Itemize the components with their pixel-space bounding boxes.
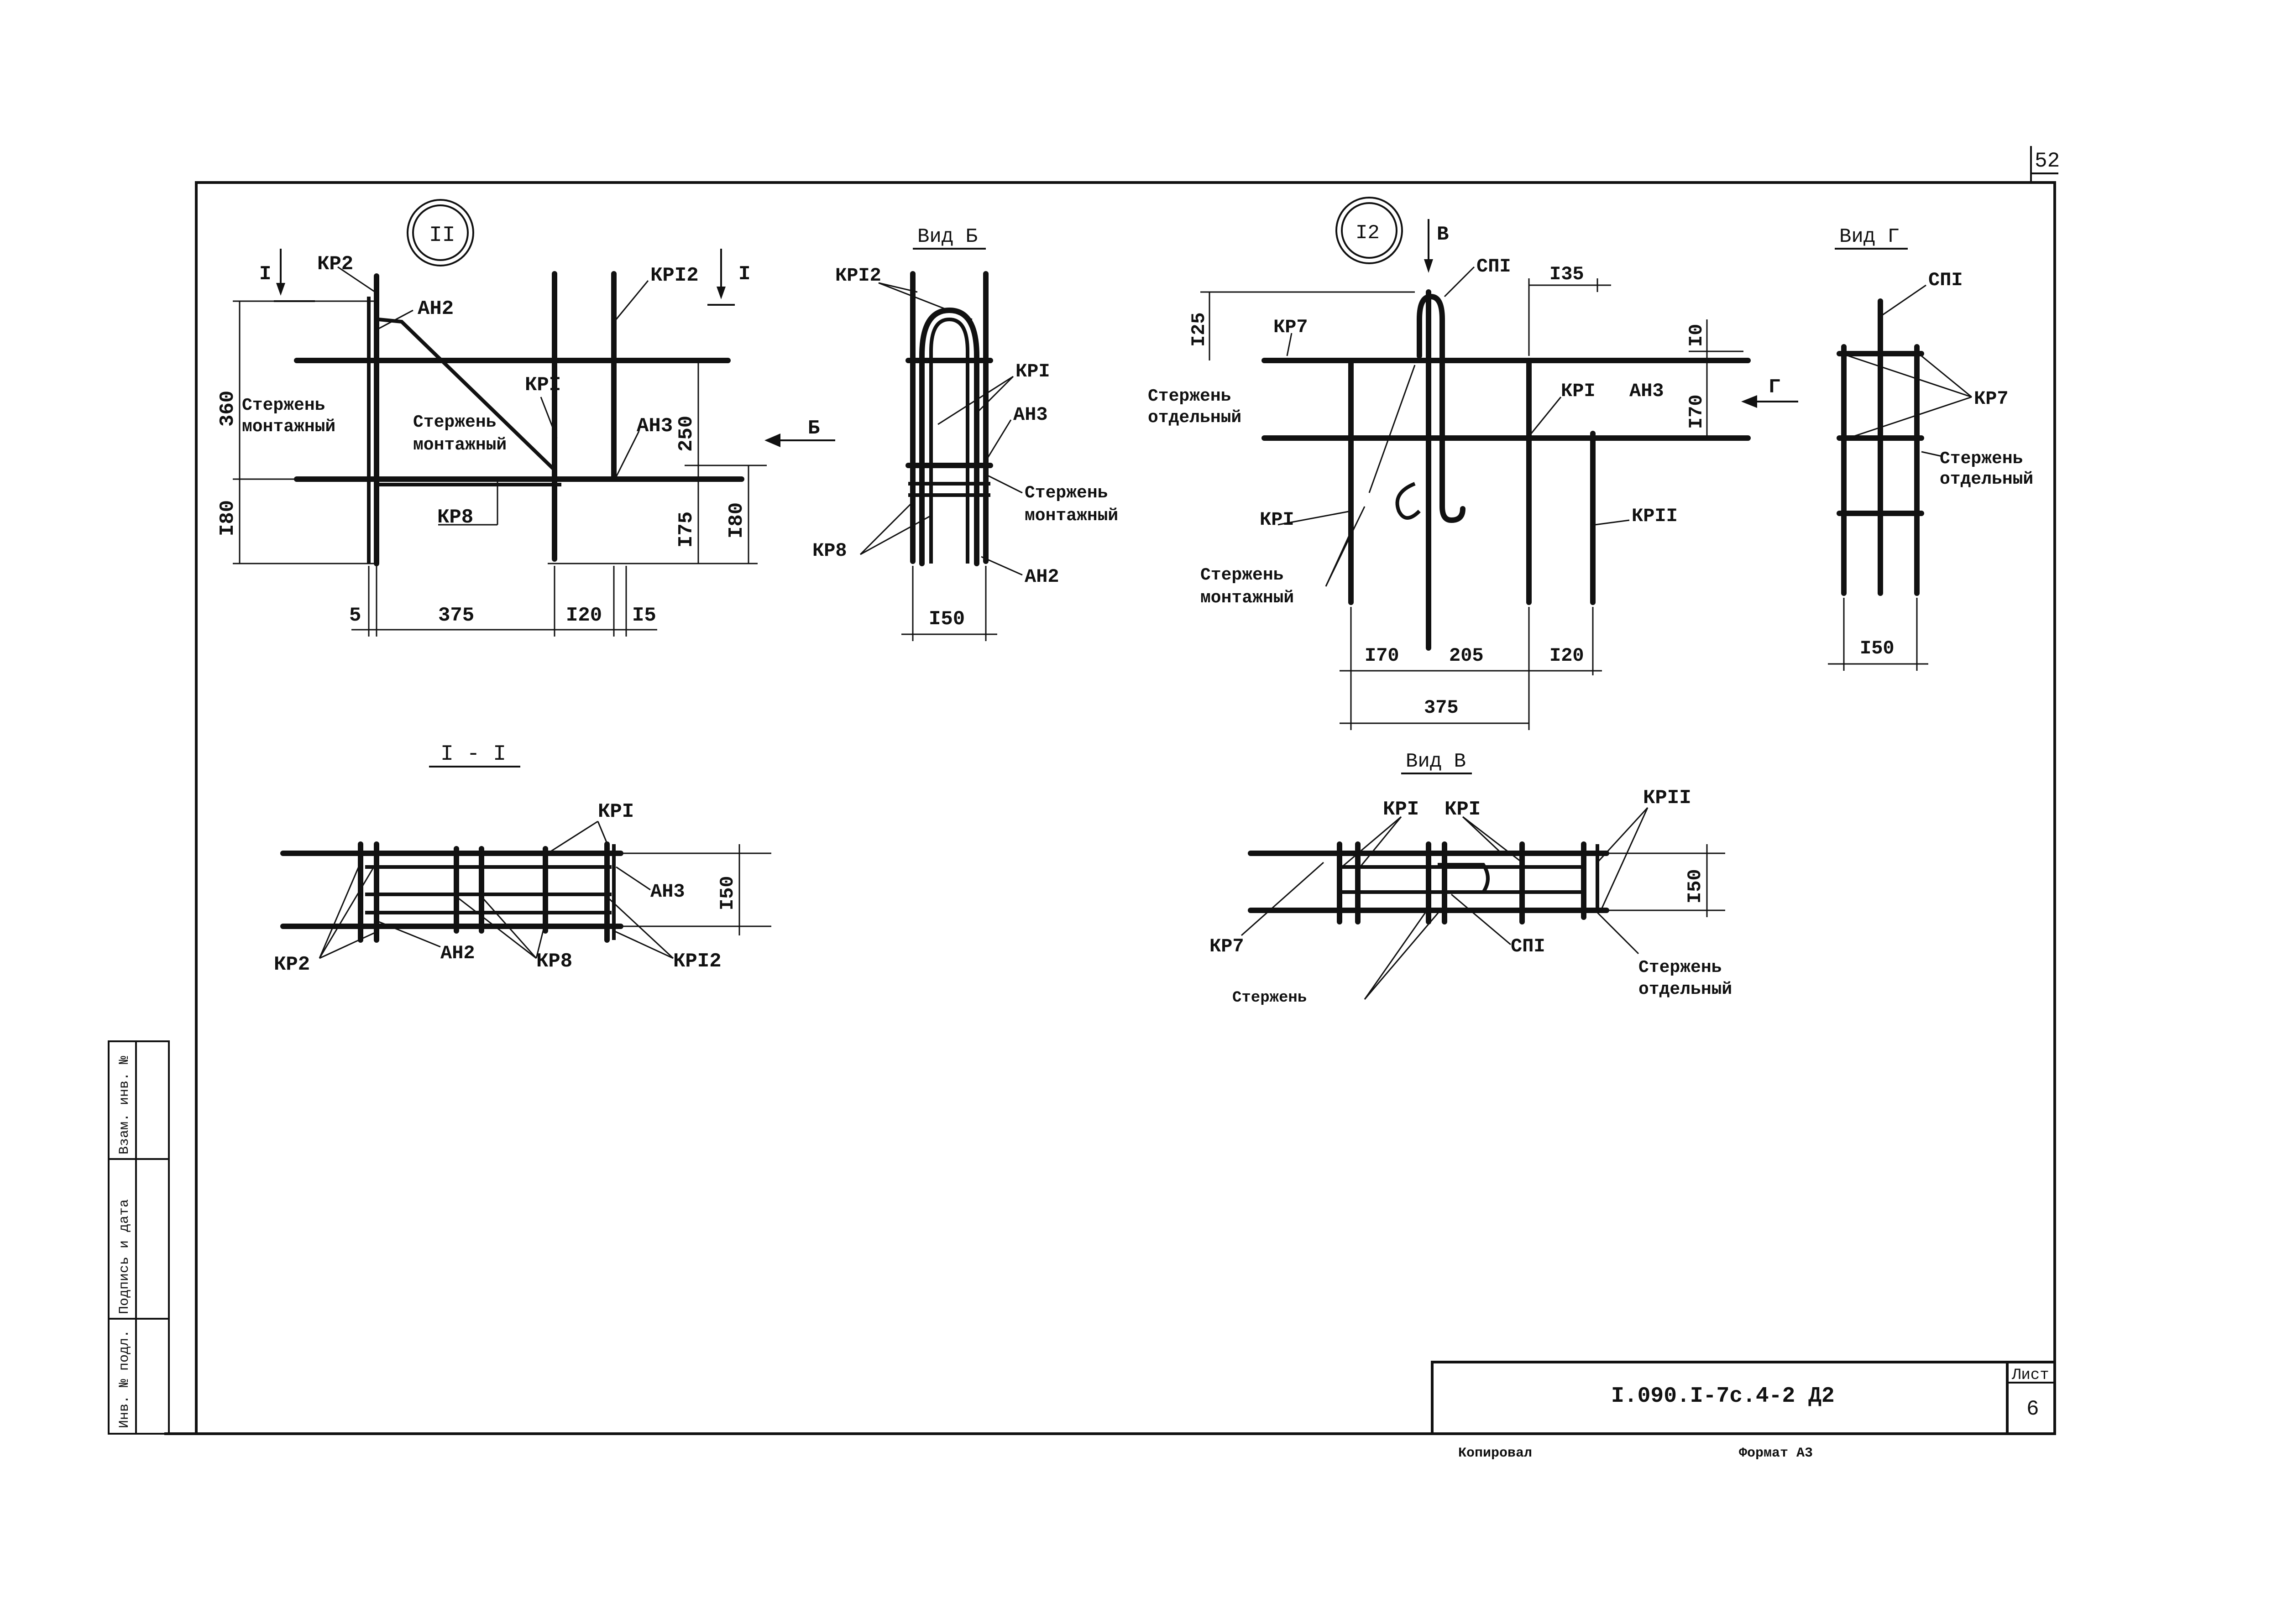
vv-rod-label-1: Стержень	[1638, 958, 1722, 977]
view-g-title: Вид Г	[1839, 225, 1900, 248]
vv-label-kr11: КРII	[1643, 787, 1691, 809]
sheet-number: 6	[2026, 1397, 2039, 1421]
s11-dim-150: I50	[717, 876, 738, 910]
view-g-drawing: Вид Г СПI КР7 Стержень отдельный I50	[1828, 225, 2033, 671]
vv-label-kr7: КР7	[1209, 935, 1244, 957]
view-b-title: Вид Б	[917, 225, 978, 248]
vv-rod-cut-label: Стержень	[1232, 989, 1307, 1007]
s11-label-an2: АН2	[440, 942, 475, 964]
n11-dim-180: I80	[216, 500, 239, 536]
n12-label-kr7: КР7	[1273, 316, 1308, 338]
n12-dim-10: I0	[1685, 324, 1707, 347]
n12-view-arrow-right: Г	[1769, 376, 1780, 399]
n12-label-an3: АН3	[1629, 380, 1664, 402]
node-12-circle-label: I2	[1356, 222, 1380, 245]
section-mark-left: I	[259, 263, 271, 286]
vb-label-kr1: КРI	[1015, 360, 1050, 382]
copied-label: Копировал	[1458, 1446, 1532, 1461]
n11-label-an2: АН2	[418, 298, 454, 320]
vb-label-an2: АН2	[1025, 566, 1059, 588]
drawing-code: I.090.I-7с.4-2 Д2	[1611, 1384, 1835, 1409]
vb-rod-label-1: Стержень	[1025, 483, 1108, 503]
n12-dim-170: I70	[1365, 645, 1399, 667]
n12-dim-375: 375	[1424, 697, 1459, 719]
n11-label-kr1: КРI	[525, 374, 561, 397]
vg-dim-150: I50	[1860, 637, 1895, 659]
n12-dim-170v: I70	[1685, 394, 1707, 429]
n11-stirrup-label-2: монтажный	[413, 435, 507, 455]
vb-label-kr12: КРI2	[835, 265, 881, 287]
n11-stirrup-label-1: Стержень	[413, 413, 496, 432]
vb-rod-label-2: монтажный	[1025, 506, 1118, 526]
n12-rod-sep-label-1: Стержень	[1148, 386, 1231, 406]
n11-dim-250: 250	[675, 416, 698, 452]
n11-dim-375: 375	[438, 604, 474, 627]
sheet-frame: 52	[164, 146, 2060, 1435]
section-1-1-drawing: I - I КРI АН3 КР2 АН2 КР8 КРI2	[274, 742, 771, 976]
node-11-drawing: II I I КР2 АН2 КРI2 КРI АН3 К	[216, 199, 835, 637]
n11-label-an3: АН3	[637, 415, 673, 438]
n11-label-kr2: КР2	[317, 253, 353, 276]
n12-dim-205: 205	[1449, 645, 1484, 667]
s11-label-kr2: КР2	[274, 953, 310, 976]
section-mark-right: I	[738, 263, 750, 286]
n12-label-kr1a: КРI	[1561, 380, 1596, 402]
n11-dim-180b: I80	[725, 502, 748, 538]
vv-rod-label-2: отдельный	[1638, 980, 1732, 999]
n12-rod-sep-label-2: отдельный	[1148, 408, 1241, 428]
n12-view-arrow-top: В	[1437, 223, 1449, 246]
side-stamp-field-2: Подпись и дата	[117, 1199, 132, 1314]
vv-label-sp1: СПI	[1511, 935, 1545, 957]
format-label: Формат А3	[1739, 1446, 1813, 1461]
n11-label-kr8: КР8	[437, 506, 473, 529]
n11-dim-5: 5	[349, 604, 361, 627]
title-block: I.090.I-7с.4-2 Д2 Лист 6 Копировал Форма…	[1431, 1361, 2056, 1461]
s11-label-an3: АН3	[650, 881, 685, 903]
n12-dim-135: I35	[1549, 263, 1584, 285]
n12-label-kr1b: КРI	[1260, 509, 1294, 531]
n12-rod-mnt-label-2: монтажный	[1200, 588, 1294, 608]
vb-label-an3: АН3	[1013, 404, 1048, 426]
s11-label-kr1: КРI	[598, 800, 634, 823]
n11-dim-15: I5	[632, 604, 656, 627]
n12-label-kr11: КРII	[1632, 505, 1678, 527]
view-v-drawing: Вид В КРI КРI КРII КР7 СПI Стержень отде…	[1209, 750, 1732, 1007]
side-stamp: Инв. № подл. Подпись и дата Взам. инв. №	[108, 1040, 170, 1435]
vv-label-kr1a: КРI	[1383, 798, 1419, 821]
n11-view-arrow-label: Б	[808, 417, 820, 440]
vg-rod-label-2: отдельный	[1940, 470, 2033, 489]
vb-dim-150: I50	[929, 608, 965, 631]
vg-label-kr7: КР7	[1974, 388, 2009, 410]
node-11-circle-label: II	[429, 223, 455, 248]
s11-label-kr8: КР8	[536, 950, 572, 973]
n12-label-sp1: СПI	[1476, 256, 1511, 277]
corner-sheet-number: 52	[2035, 149, 2060, 173]
vv-label-kr1b: КРI	[1445, 798, 1481, 821]
node-12-drawing: I2 В СПI КР7 КРI АН3 КРI КРII Стержень о…	[1148, 197, 1798, 730]
view-v-title: Вид В	[1406, 750, 1466, 773]
n11-dim-360: 360	[216, 391, 239, 427]
view-b-drawing: Вид Б КРI2 КРI АН3 Стержень монтажный КР…	[812, 225, 1118, 641]
vg-rod-label-1: Стержень	[1940, 449, 2023, 469]
n11-rod-label-1: Стержень	[242, 396, 325, 415]
n11-dim-120: I20	[566, 604, 602, 627]
vb-label-kr8: КР8	[812, 540, 847, 562]
n11-label-kr12: КРI2	[650, 264, 699, 287]
side-stamp-field-3: Взам. инв. №	[117, 1056, 132, 1154]
n11-rod-label-2: монтажный	[242, 417, 335, 437]
s11-label-kr12: КРI2	[673, 950, 722, 973]
section-1-1-title: I - I	[440, 742, 506, 767]
vv-dim-150: I50	[1684, 869, 1706, 903]
sheet-label: Лист	[2011, 1367, 2049, 1384]
n12-dim-125: I25	[1188, 312, 1210, 347]
n12-rod-mnt-label-1: Стержень	[1200, 565, 1283, 585]
side-stamp-field-1: Инв. № подл.	[117, 1330, 132, 1428]
n12-dim-120: I20	[1549, 645, 1584, 667]
vg-label-sp1: СПI	[1928, 269, 1963, 291]
n11-dim-175: I75	[675, 512, 698, 548]
